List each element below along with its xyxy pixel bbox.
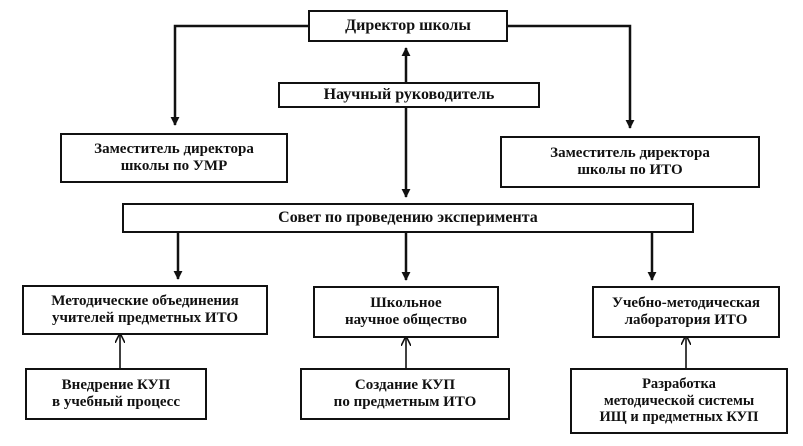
node-director-label: Директор школы: [345, 16, 471, 34]
node-director: Директор школы: [308, 10, 508, 42]
node-implement: Внедрение КУП в учебный процесс: [25, 368, 207, 420]
node-lab: Учебно-методическая лаборатория ИТО: [592, 286, 780, 338]
node-school-society: Школьное научное общество: [313, 286, 499, 338]
node-council: Совет по проведению эксперимента: [122, 203, 694, 233]
arrow-director-to-ito: [508, 24, 635, 129]
arrow-director-to-umr: [170, 24, 308, 126]
node-school-society-label: Школьное научное общество: [345, 294, 467, 328]
node-deputy-ito: Заместитель директора школы по ИТО: [500, 136, 760, 188]
node-council-label: Совет по проведению эксперимента: [278, 208, 538, 226]
node-create: Создание КУП по предметным ИТО: [300, 368, 510, 420]
node-develop-label: Разработка методической системы ИЩ и пре…: [599, 375, 759, 426]
node-scientific-lead-label: Научный руководитель: [323, 85, 495, 103]
node-create-label: Создание КУП по предметным ИТО: [333, 376, 477, 410]
node-implement-label: Внедрение КУП в учебный процесс: [52, 376, 180, 410]
node-lab-label: Учебно-методическая лаборатория ИТО: [611, 294, 761, 328]
node-develop: Разработка методической системы ИЩ и пре…: [570, 368, 788, 434]
node-methodical-associations-label: Методические объединения учителей предме…: [51, 292, 239, 326]
node-deputy-umr: Заместитель директора школы по УМР: [60, 133, 288, 183]
node-deputy-umr-label: Заместитель директора школы по УМР: [94, 140, 254, 174]
node-scientific-lead: Научный руководитель: [278, 82, 540, 108]
node-methodical-associations: Методические объединения учителей предме…: [22, 285, 268, 335]
node-deputy-ito-label: Заместитель директора школы по ИТО: [550, 144, 710, 178]
